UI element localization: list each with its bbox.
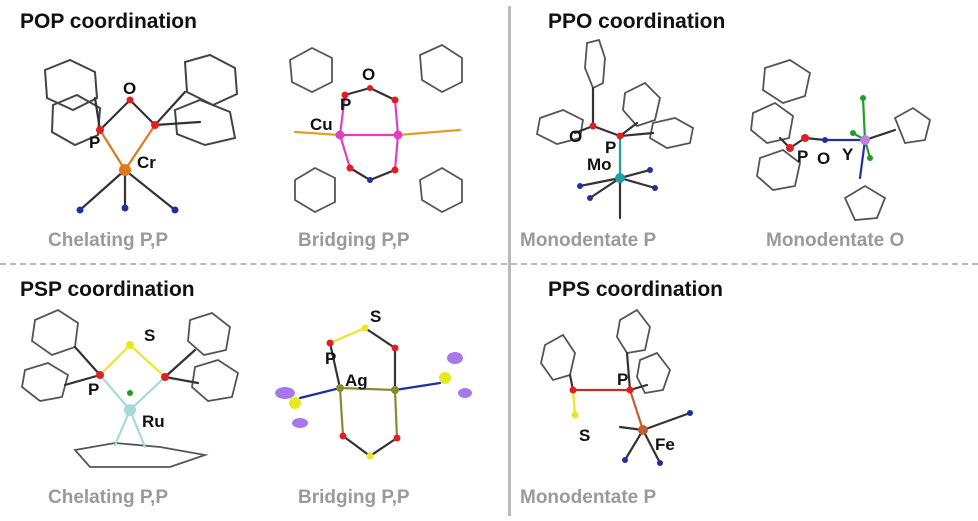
molybdenum-atom (615, 173, 625, 183)
phosphorus-atom (391, 96, 399, 104)
pop-bridging-structure: O P Cu (289, 43, 463, 214)
atom-label-y: Y (842, 145, 854, 164)
oxygen-atom (822, 137, 828, 143)
ppo-title: PPO coordination (548, 10, 726, 33)
pop-chelating-structure: O P Cr (43, 53, 239, 214)
atom-label-cu: Cu (310, 115, 333, 134)
sulfur-atom (289, 397, 301, 409)
silver-atom (336, 384, 344, 392)
atom-label-o: O (817, 149, 830, 168)
pop-caption-2: Bridging P,P (298, 230, 410, 251)
atom-label-o: O (362, 65, 375, 84)
nitrogen-atom (171, 206, 179, 214)
psp-caption-1: Chelating P,P (48, 487, 169, 508)
oxygen-atom (367, 85, 373, 91)
ppo-monodentate-p-structure: O P Mo (535, 38, 695, 220)
iron-atom (638, 425, 648, 435)
atom-label-p: P (89, 133, 100, 152)
nitrogen-atom (121, 204, 129, 212)
atom-label-s: S (370, 307, 381, 326)
pop-title: POP coordination (20, 10, 197, 33)
copper-atom (335, 130, 345, 140)
sulfur-atom (439, 372, 451, 384)
phosphorus-atom (786, 144, 794, 152)
pps-monodentate-p-structure: P S Fe (540, 308, 693, 466)
ppo-caption-1: Monodentate P (520, 230, 657, 251)
atom-label-fe: Fe (655, 435, 675, 454)
phosphorus-atom (339, 432, 347, 440)
ppo-monodentate-o-structure: P O Y (750, 59, 932, 221)
phosphorus-atom (326, 339, 334, 347)
psp-chelating-structure: S P Ru (21, 308, 240, 468)
phosphorus-atom (616, 132, 624, 140)
atom-label-p: P (340, 95, 351, 114)
psp-caption-2: Bridging P,P (298, 487, 410, 508)
nitrogen-atom (76, 206, 84, 214)
atom-label-o: O (123, 79, 136, 98)
atom-label-o: O (569, 127, 582, 146)
phosphorus-atom (151, 121, 159, 129)
nitrogen-atom (687, 410, 693, 416)
phosphorus-atom (96, 126, 104, 134)
chlorine-atom (860, 95, 866, 101)
nitrogen-atom (647, 167, 653, 173)
copper-atom (393, 130, 403, 140)
psp-title: PSP coordination (20, 278, 195, 301)
atom-label-p: P (88, 380, 99, 399)
phosphorus-atom (341, 91, 349, 99)
nitrogen-atom (657, 460, 663, 466)
phosphorus-atom (161, 373, 169, 381)
sulfur-atom (361, 324, 369, 332)
phosphorus-atom (96, 371, 104, 379)
phosphorus-atom (391, 166, 399, 174)
sulfur-atom (126, 341, 134, 349)
chromium-atom (119, 164, 131, 176)
atom-label-s: S (144, 326, 155, 345)
nitrogen-atom (622, 457, 628, 463)
sulfur-atom (366, 452, 374, 460)
oxygen-atom (589, 122, 597, 130)
phosphorus-atom (391, 344, 399, 352)
atom-label-cr: Cr (137, 153, 156, 172)
vertical-divider (508, 6, 511, 516)
phosphorus-atom (346, 164, 354, 172)
atom-label-p: P (797, 147, 808, 166)
ppo-caption-2: Monodentate O (766, 230, 905, 251)
atom-label-mo: Mo (587, 155, 612, 174)
atom-label-ru: Ru (142, 412, 165, 431)
chlorine-atom (127, 390, 133, 396)
sulfur-atom (571, 411, 579, 419)
phosphorus-atom (569, 386, 577, 394)
chlorine-atom (867, 155, 873, 161)
psp-bridging-structure: S P Ag (275, 307, 472, 460)
ruthenium-atom (124, 404, 136, 416)
oxygen-atom (126, 96, 134, 104)
pps-title: PPS coordination (548, 278, 724, 301)
nitrogen-atom (652, 185, 658, 191)
horizontal-divider (0, 263, 978, 265)
oxygen-atom (367, 177, 373, 183)
nitrogen-atom (577, 183, 583, 189)
silver-atom (391, 386, 399, 394)
yttrium-atom (860, 135, 870, 145)
atom-label-s: S (579, 426, 590, 445)
atom-label-p: P (605, 138, 616, 157)
phosphorus-atom (801, 134, 809, 142)
pop-caption-1: Chelating P,P (48, 230, 169, 251)
phosphorus-atom (393, 434, 401, 442)
chlorine-atom (850, 130, 856, 136)
nitrogen-atom (587, 195, 593, 201)
phosphorus-atom (626, 386, 634, 394)
pps-caption-1: Monodentate P (520, 487, 657, 508)
atom-label-p: P (325, 349, 336, 368)
atom-label-p: P (617, 370, 628, 389)
atom-label-ag: Ag (345, 371, 368, 390)
